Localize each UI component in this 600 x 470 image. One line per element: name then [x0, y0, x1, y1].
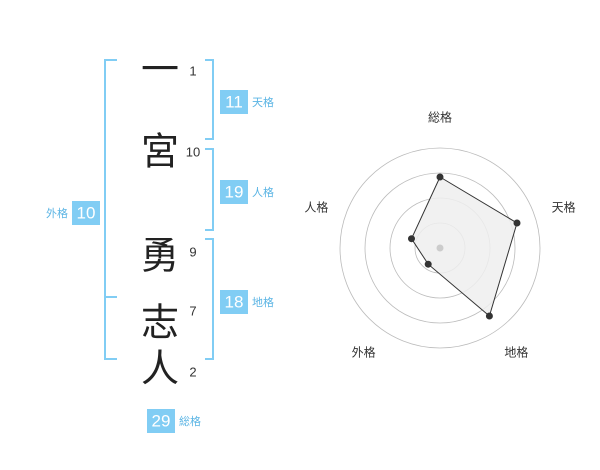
radar-point-1 [436, 173, 444, 181]
radar-point-5 [408, 235, 415, 243]
name-char-3: 勇 [141, 234, 179, 278]
radar-polygon [410, 176, 518, 317]
tenkaku-badge [220, 90, 248, 114]
radar-axis-label-1: 総格 [428, 110, 452, 125]
soukaku-value: 29 [152, 411, 171, 430]
radar-ring-4 [339, 147, 541, 349]
radar-point-4 [424, 260, 432, 268]
tenkaku-value: 11 [225, 92, 243, 111]
chikaku-bracket [205, 238, 214, 360]
soukaku-badge [147, 409, 175, 433]
name-char-5: 人 [141, 347, 179, 391]
tenkaku-label: 天格 [252, 95, 274, 109]
radar-ring-3 [364, 172, 516, 324]
gaikaku-value: 10 [77, 203, 96, 222]
stroke-count-1: 1 [189, 63, 196, 78]
stroke-count-3: 9 [189, 244, 196, 259]
tenkaku-bracket [205, 59, 214, 140]
name-char-2: 宮 [141, 130, 179, 174]
radar-axis-label-3: 地格 [504, 345, 528, 360]
jinkaku-value: 19 [225, 182, 244, 201]
radar-center-point [436, 244, 444, 252]
radar-axis-label-4: 外格 [352, 345, 376, 360]
chikaku-badge [220, 290, 248, 314]
soukaku-label: 総格 [179, 414, 201, 428]
chikaku-label: 地格 [252, 295, 274, 309]
gaikaku-label: 外格 [46, 206, 68, 220]
gaikaku-bracket [104, 59, 117, 360]
radar-point-3 [485, 312, 493, 320]
gaikaku-badge [72, 201, 100, 225]
name-char-1: 一 [141, 48, 179, 92]
stroke-count-4: 7 [189, 303, 196, 318]
jinkaku-bracket [205, 148, 214, 231]
jinkaku-label: 人格 [252, 185, 274, 199]
stroke-count-5: 2 [189, 364, 196, 379]
radar-axis-label-5: 人格 [304, 199, 328, 214]
radar-axis-label-2: 天格 [552, 199, 576, 214]
chikaku-value: 18 [225, 292, 244, 311]
radar-point-2 [513, 219, 521, 227]
stroke-count-2: 10 [186, 144, 200, 159]
name-char-4: 志 [141, 301, 179, 345]
jinkaku-badge [220, 180, 248, 204]
